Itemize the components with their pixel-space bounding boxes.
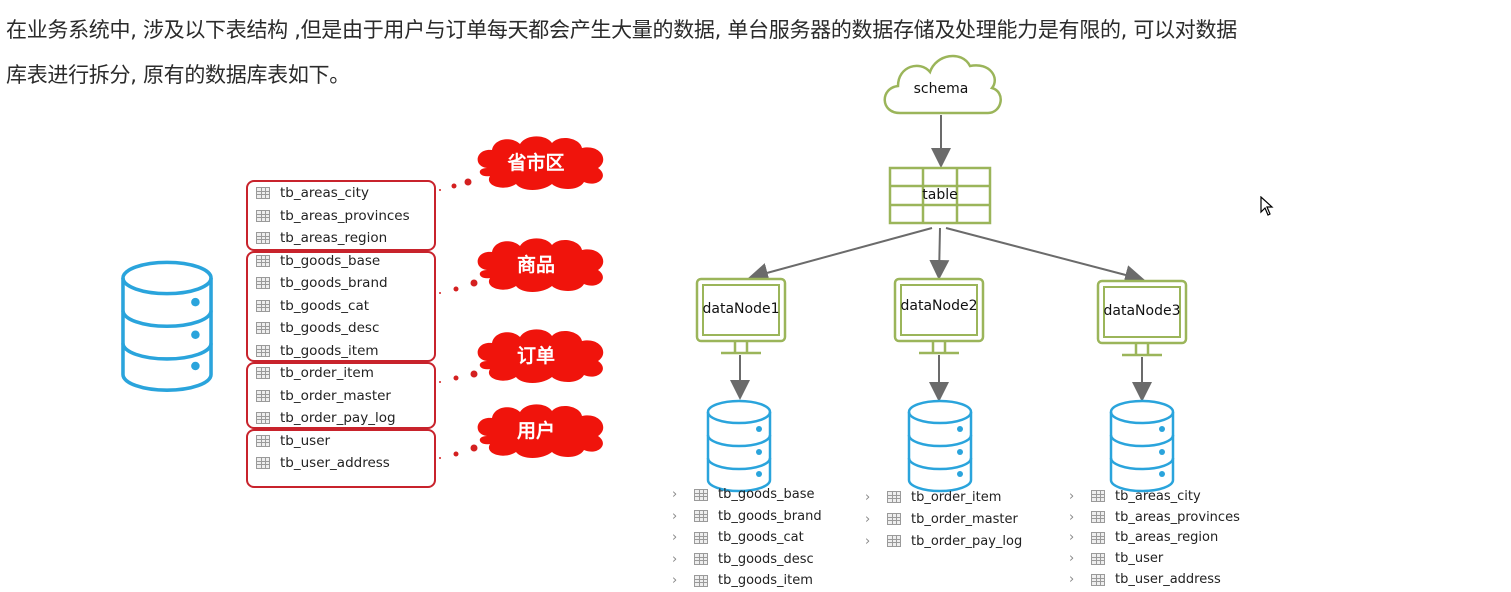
source-table-list: tb_areas_city tb_areas_provinces tb_area… [256,182,410,475]
tree-item[interactable]: ›tb_areas_city [1069,488,1201,504]
group-box-areas [246,180,436,251]
table-row[interactable]: tb_order_master [256,385,410,408]
schema-cloud-icon [883,54,1002,115]
datanode-3-label: dataNode3 [1103,303,1181,319]
table-icon [887,535,901,547]
table-row[interactable]: tb_areas_region [256,227,410,250]
tree-item[interactable]: ›tb_goods_base [672,487,815,503]
datanode-2-table-list: ›tb_order_item ›tb_order_master ›tb_orde… [865,486,1022,552]
expand-chevron-icon[interactable]: › [672,508,678,524]
group-box-user [246,429,436,488]
table-row[interactable]: tb_user_address [256,452,410,475]
table-icon [694,531,708,544]
table-icon [256,434,270,447]
table-row[interactable]: tb_goods_cat [256,295,410,318]
table-icon [256,277,270,290]
table-icon [256,187,270,200]
schema-label: schema [913,81,969,97]
table-icon [887,491,901,503]
table-label: table [922,187,958,203]
table-icon [694,488,708,501]
tree-item[interactable]: ›tb_order_item [865,489,1002,505]
table-icon [256,254,270,267]
tree-item[interactable]: ›tb_order_master [865,511,1018,527]
expand-chevron-icon[interactable]: › [672,530,678,546]
table-row[interactable]: tb_goods_desc [256,317,410,340]
expand-chevron-icon[interactable]: › [672,573,678,589]
expand-chevron-icon[interactable]: › [1069,551,1075,567]
tree-item[interactable]: ›tb_goods_desc [672,551,814,567]
tree-item[interactable]: ›tb_user [1069,551,1164,567]
expand-chevron-icon[interactable]: › [1069,572,1075,588]
table-icon [1091,531,1105,544]
category-label-user: 用户 [516,420,555,442]
source-database-icon [121,260,213,392]
datanode-1-table-list: ›tb_goods_base ›tb_goods_brand ›tb_goods… [672,484,822,592]
expand-chevron-icon[interactable]: › [865,489,871,505]
category-label-goods: 商品 [516,254,555,276]
table-row[interactable]: tb_goods_item [256,340,410,363]
table-grid-icon [888,166,992,225]
tree-item[interactable]: ›tb_goods_cat [672,530,804,546]
table-icon [1091,490,1105,503]
datanode-3-table-list: ›tb_areas_city ›tb_areas_provinces ›tb_a… [1069,486,1240,590]
table-row[interactable]: tb_areas_city [256,182,410,205]
table-icon [1091,552,1105,565]
expand-chevron-icon[interactable]: › [1069,488,1075,504]
group-box-goods [246,251,436,362]
table-row[interactable]: tb_areas_provinces [256,205,410,228]
intro-paragraph: 在业务系统中, 涉及以下表结构 ,但是由于用户与订单每天都会产生大量的数据, 单… [6,8,1511,98]
table-icon [256,344,270,357]
table-icon [256,232,270,245]
table-icon [694,574,708,587]
table-row[interactable]: tb_order_item [256,362,410,385]
table-row[interactable]: tb_goods_base [256,250,410,273]
expand-chevron-icon[interactable]: › [865,511,871,527]
datanode-2-icon [893,277,985,355]
tree-item[interactable]: ›tb_goods_item [672,573,813,589]
table-row[interactable]: tb_goods_brand [256,272,410,295]
tree-item[interactable]: ›tb_areas_provinces [1069,509,1240,525]
table-row[interactable]: tb_order_pay_log [256,407,410,430]
expand-chevron-icon[interactable]: › [672,487,678,503]
tree-item[interactable]: ›tb_areas_region [1069,530,1219,546]
table-icon [1091,511,1105,524]
table-icon [694,510,708,523]
table-icon [1091,573,1105,586]
datanode-1-database-icon [706,399,772,493]
cloud-connectors [439,178,478,459]
group-box-order [246,362,436,429]
mouse-cursor-icon [1260,196,1274,216]
datanode-3-database-icon [1109,399,1175,493]
expand-chevron-icon[interactable]: › [1069,509,1075,525]
tree-item[interactable]: ›tb_order_pay_log [865,533,1023,549]
table-icon [256,457,270,470]
table-icon [256,389,270,402]
datanode-2-database-icon [907,399,973,493]
table-icon [256,299,270,312]
expand-chevron-icon[interactable]: › [1069,530,1075,546]
tree-item[interactable]: ›tb_user_address [1069,572,1221,588]
table-icon [256,322,270,335]
tree-item[interactable]: ›tb_goods_brand [672,508,822,524]
table-icon [256,412,270,425]
table-icon [887,513,901,525]
datanode-1-label: dataNode1 [702,301,780,317]
table-icon [256,367,270,380]
intro-line-2: 库表进行拆分, 原有的数据库表如下。 [6,63,350,87]
expand-chevron-icon[interactable]: › [672,551,678,567]
intro-line-1: 在业务系统中, 涉及以下表结构 ,但是由于用户与订单每天都会产生大量的数据, 单… [6,18,1237,42]
expand-chevron-icon[interactable]: › [865,533,871,549]
datanode-2-label: dataNode2 [900,298,978,314]
table-icon [256,209,270,222]
category-label-order: 订单 [516,345,555,367]
category-label-areas: 省市区 [507,152,565,174]
table-icon [694,553,708,566]
table-row[interactable]: tb_user [256,430,410,453]
